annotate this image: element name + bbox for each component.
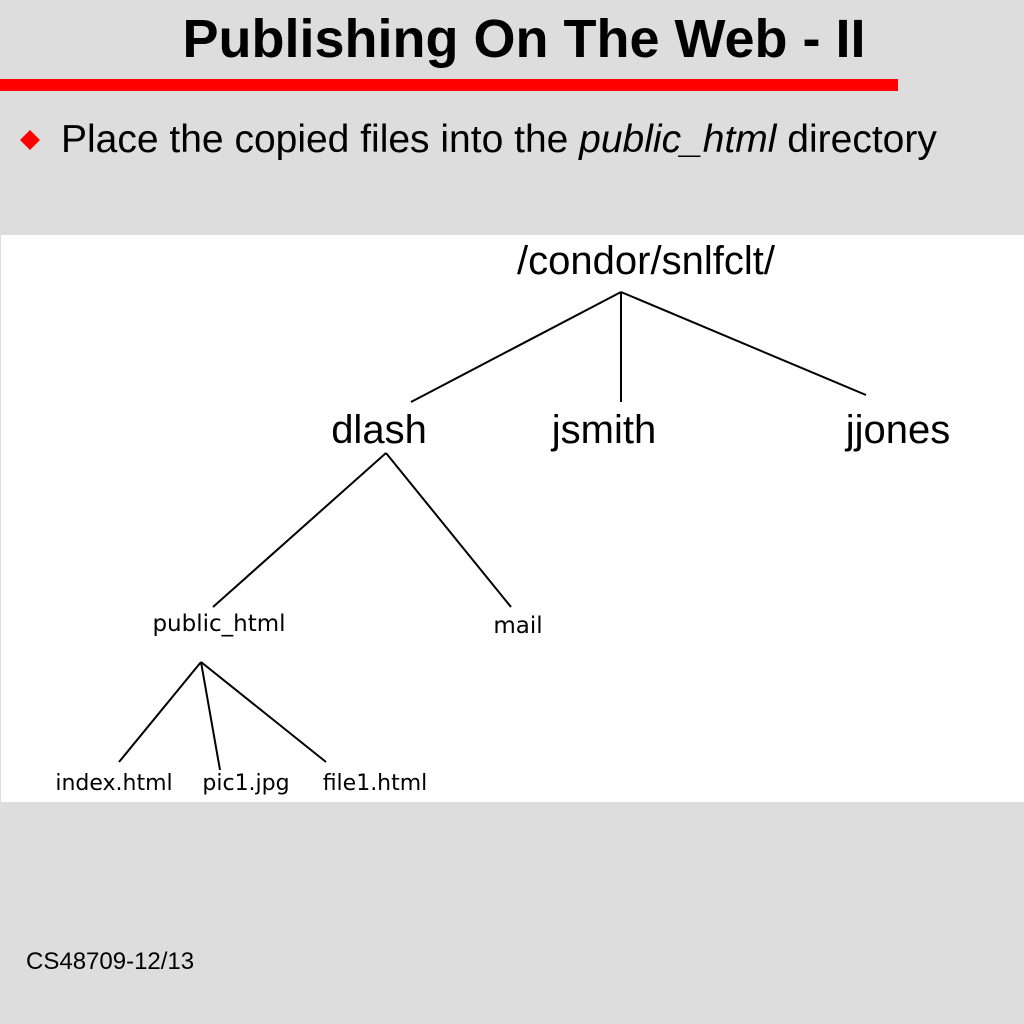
- edge-dlash-mail: [385, 452, 512, 608]
- edge-root-jjones: [620, 291, 867, 396]
- directory-tree-svg: /condor/snlfclt/ dlash jsmith jjones pub…: [55, 239, 951, 796]
- node-index-html: index.html: [55, 771, 172, 796]
- directory-tree-diagram: /condor/snlfclt/ dlash jsmith jjones pub…: [1, 235, 1024, 802]
- node-jjones: jjones: [845, 408, 951, 452]
- node-root: /condor/snlfclt/: [517, 239, 776, 283]
- tree-connectors: [118, 291, 867, 771]
- edge-public-html-file1: [200, 661, 327, 763]
- node-public-html: public_html: [152, 611, 285, 637]
- edge-public-html-pic1: [200, 661, 221, 771]
- node-mail: mail: [493, 613, 542, 639]
- diamond-bullet-icon: [20, 130, 40, 150]
- title-underline-bar: [0, 79, 898, 91]
- edge-public-html-index: [118, 661, 202, 763]
- node-file1-html: file1.html: [323, 771, 428, 796]
- slide-footer: CS48709-12/13: [26, 948, 195, 975]
- title-underline: [0, 79, 898, 91]
- node-jsmith: jsmith: [551, 408, 656, 452]
- slide-title: Publishing On The Web - II: [182, 9, 866, 69]
- edge-dlash-public-html: [212, 452, 387, 608]
- edge-root-dlash: [410, 291, 622, 403]
- bullet-text-emphasis: public_html: [579, 118, 777, 161]
- bullet-text: Place the copied files into the public_h…: [61, 114, 961, 166]
- bullet-text-before: Place the copied files into the: [61, 118, 580, 161]
- node-dlash: dlash: [331, 408, 427, 452]
- node-pic1-jpg: pic1.jpg: [202, 771, 289, 796]
- diamond-shape: [20, 130, 40, 150]
- bullet-text-after: directory: [776, 118, 937, 161]
